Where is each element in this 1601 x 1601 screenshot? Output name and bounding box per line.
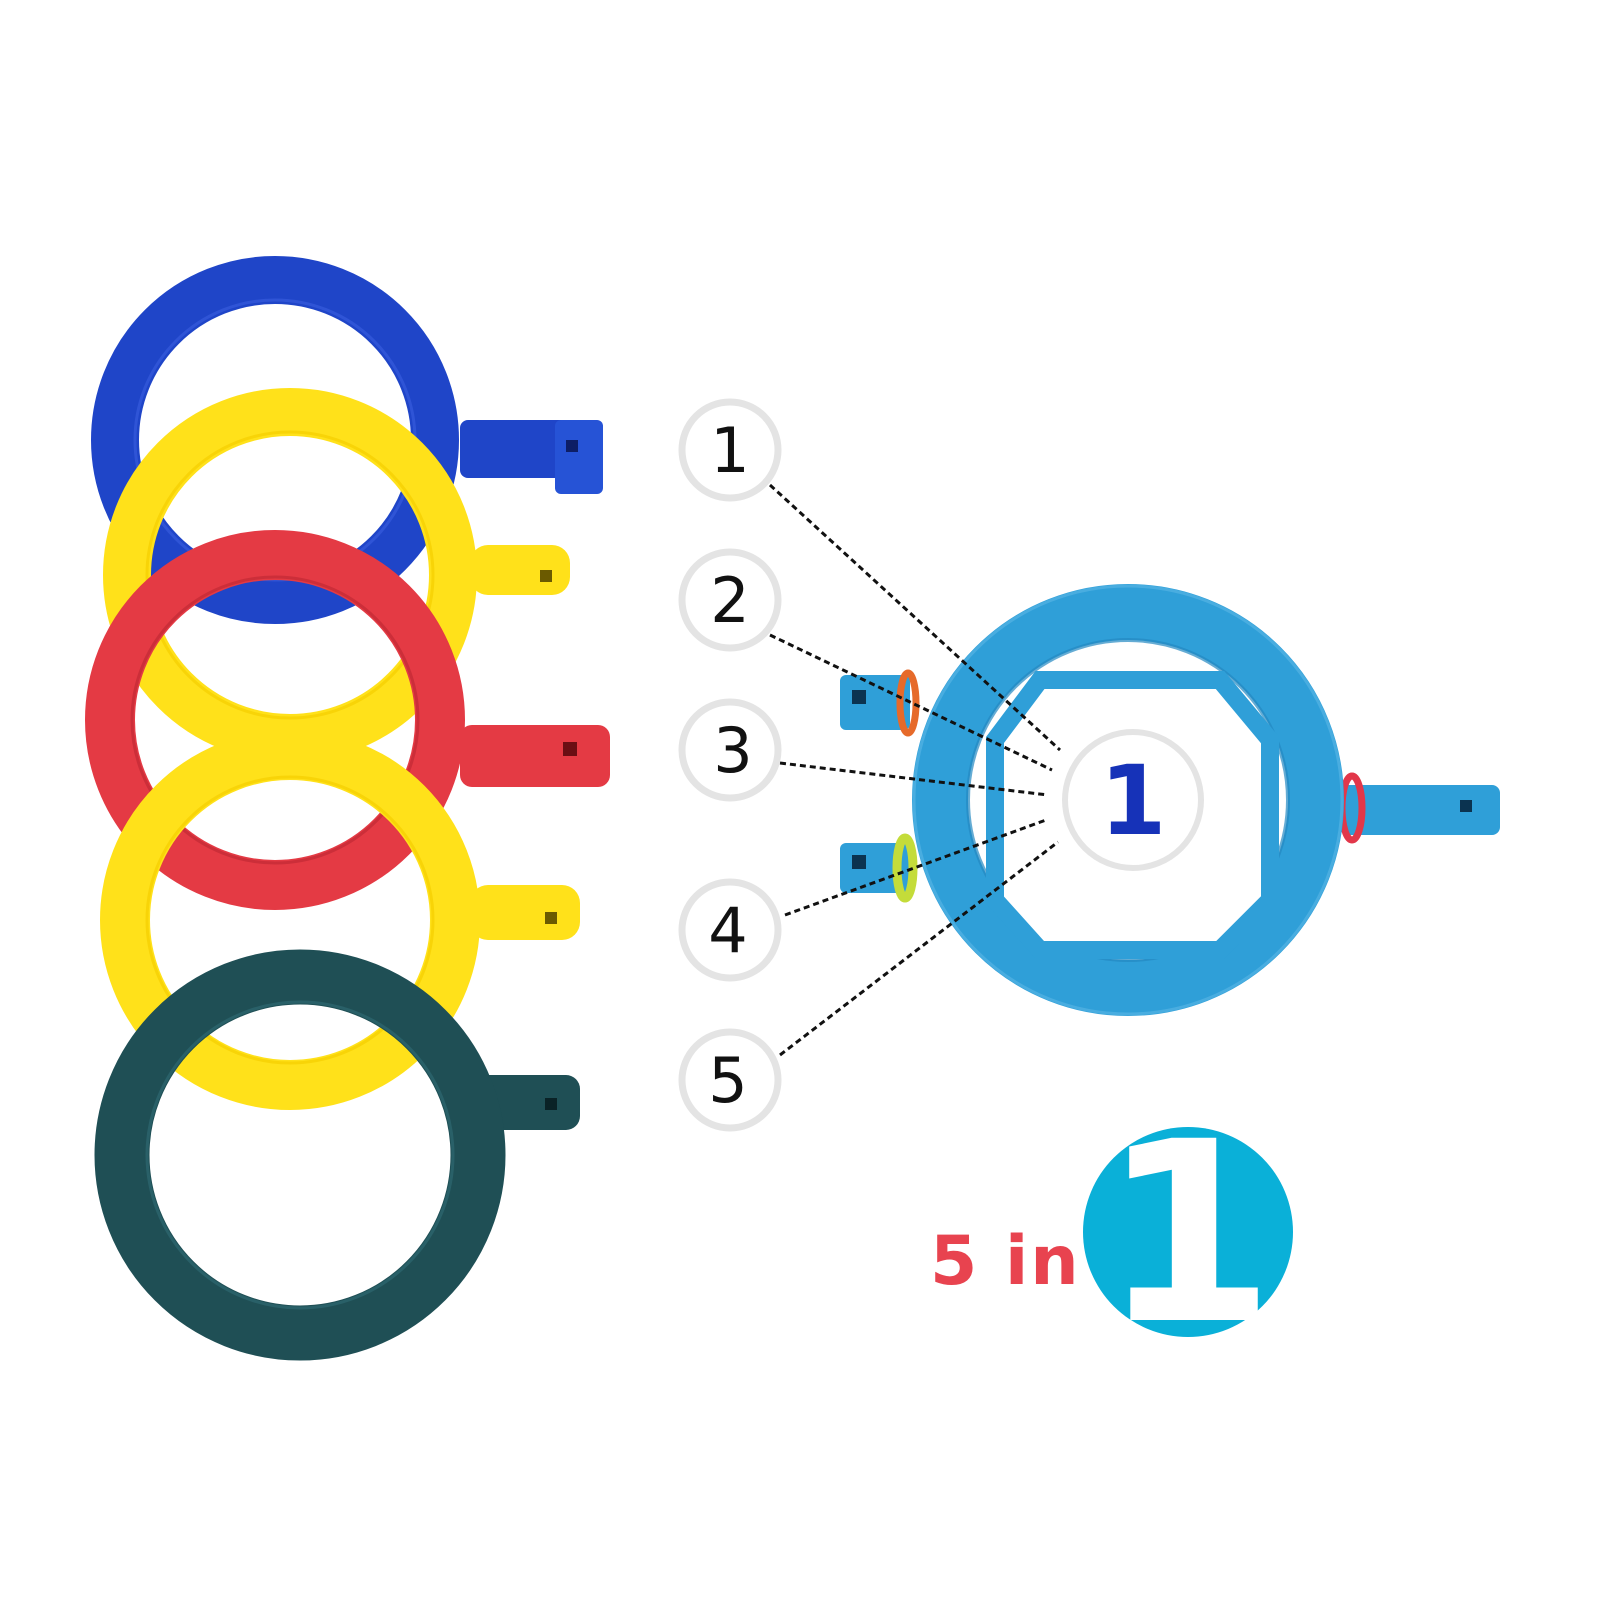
connector-4 [784, 818, 1047, 917]
callout-5: 5 [678, 1028, 782, 1132]
callout-3-label: 3 [713, 714, 752, 787]
callout-4: 4 [678, 878, 782, 982]
big-one-badge: 1 [1083, 1088, 1293, 1379]
five-in-tagline: 5 in [930, 1222, 1081, 1301]
callout-4-label: 4 [708, 894, 747, 967]
callout-1: 1 [678, 398, 782, 502]
center-badge: 1 [1062, 729, 1204, 871]
connector-3 [779, 761, 1049, 797]
callout-3: 3 [678, 698, 782, 802]
red-ring [85, 530, 610, 910]
connector-1 [768, 483, 1062, 752]
center-badge-label: 1 [1100, 745, 1167, 857]
blue-ring [91, 256, 603, 624]
callout-2-label: 2 [710, 564, 749, 637]
callout-2: 2 [678, 548, 782, 652]
callout-connectors [768, 483, 1062, 1057]
big-one-label: 1 [1101, 1088, 1275, 1379]
connector-2 [769, 633, 1053, 772]
callout-5-label: 5 [708, 1044, 747, 1117]
connector-5 [779, 840, 1059, 1057]
callout-1-label: 1 [710, 414, 749, 487]
yellow-ring-lower [100, 730, 580, 1110]
dark-green-ring [94, 949, 580, 1361]
